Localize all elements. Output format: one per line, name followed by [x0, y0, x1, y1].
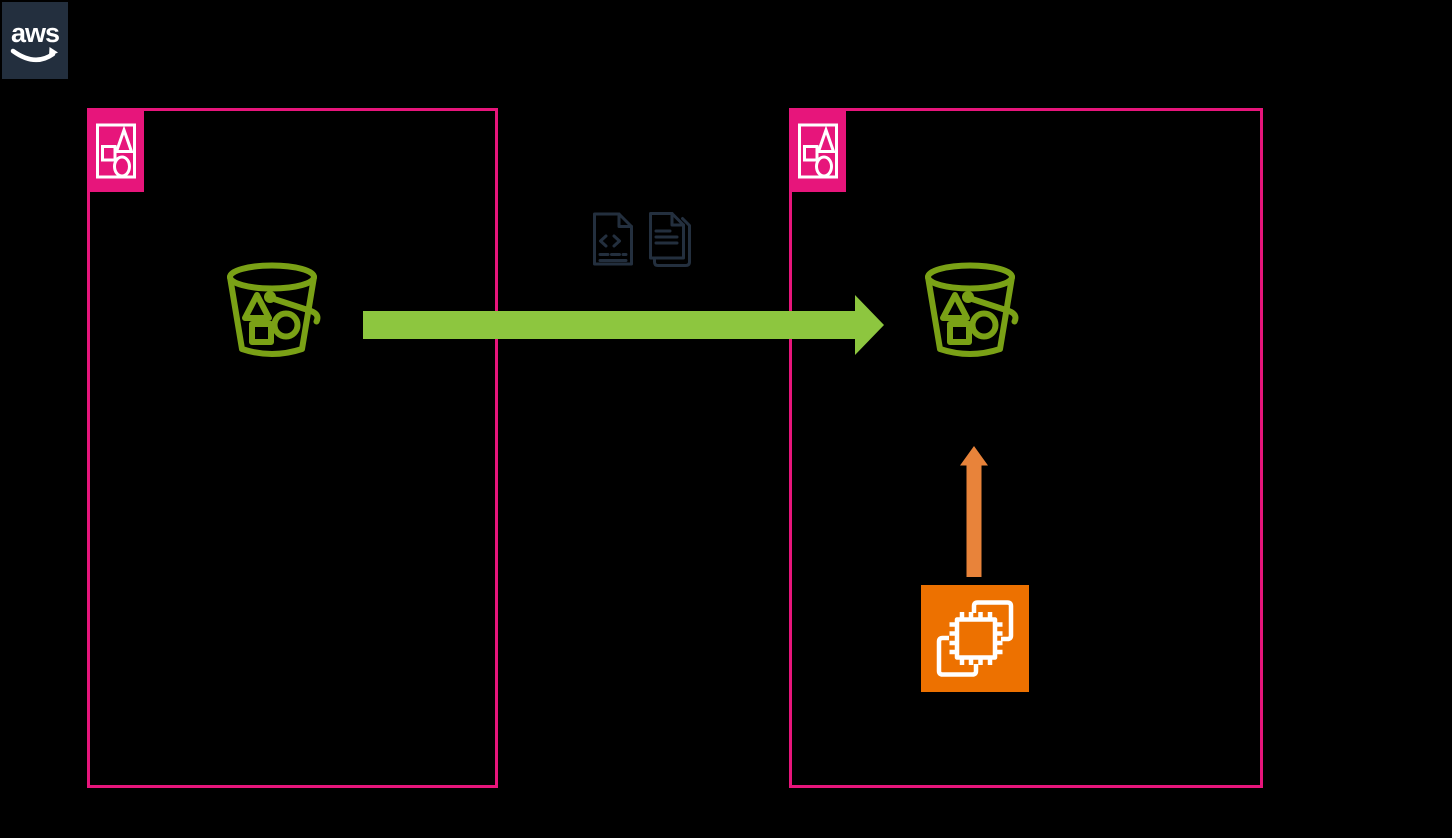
triangle-object-shape: [242, 292, 272, 321]
chip-pins-top: [959, 612, 993, 620]
aws-smile-arrow-tip: [49, 47, 58, 57]
arrow-shape: [363, 295, 884, 355]
ec2-instance-icon: [921, 585, 1029, 692]
aws-logo-background: [2, 2, 68, 79]
s3-bucket-group-icon: [87, 108, 144, 192]
s3-bucket-group-icon: [789, 108, 846, 192]
green-arrow-right: [363, 295, 884, 355]
bucket-body-shape: [227, 274, 317, 357]
code-angle-right: [612, 234, 621, 248]
s3-bucket-icon: [227, 262, 321, 357]
bucket-handle-shape: [271, 296, 321, 325]
orange-arrow-up: [960, 446, 988, 577]
square-object-shape: [249, 321, 274, 345]
square-object-shape: [803, 145, 819, 162]
bucket-handle-shape: [969, 296, 1019, 325]
triangle-object-shape: [816, 125, 836, 153]
front-sheet-shape: [649, 212, 685, 260]
bucket-rim-shape: [925, 262, 1015, 292]
triangle-object-shape: [114, 125, 134, 153]
bucket-handle-pivot: [962, 291, 974, 303]
s3-bucket-icon: [925, 262, 1019, 357]
document-text-lines: [654, 229, 679, 245]
bucket-handle-pivot: [264, 291, 276, 303]
documents-copy-icon: [649, 212, 691, 267]
source-bucket-group-box: [87, 108, 498, 788]
square-object-shape: [947, 321, 972, 345]
instance-frame-bottom-left: [936, 635, 979, 677]
chip-pins-bottom: [959, 657, 993, 665]
instance-frame-top-right: [971, 600, 1014, 642]
objects-frame-shape: [96, 123, 136, 179]
destination-bucket-group-box: [789, 108, 1263, 788]
circle-object-shape: [815, 155, 833, 178]
code-angle-left: [599, 234, 608, 248]
bucket-rim-shape: [227, 262, 317, 292]
aws-logo-text: aws: [11, 18, 59, 48]
circle-object-shape: [969, 310, 999, 340]
circle-object-shape: [113, 155, 131, 178]
chip-pins-left: [949, 622, 957, 655]
chip-body-shape: [954, 617, 998, 660]
transferred-files-icons: [593, 212, 691, 267]
objects-frame-shape: [798, 123, 838, 179]
back-sheet-shape: [653, 217, 691, 267]
square-object-shape: [101, 145, 117, 162]
code-file-icon: [593, 212, 633, 266]
circle-object-shape: [271, 310, 301, 340]
bucket-body-shape: [925, 274, 1015, 357]
aws-logo: aws: [2, 2, 68, 79]
arrow-shape: [960, 446, 988, 577]
chip-pins-right: [995, 622, 1003, 655]
triangle-object-shape: [940, 292, 970, 321]
